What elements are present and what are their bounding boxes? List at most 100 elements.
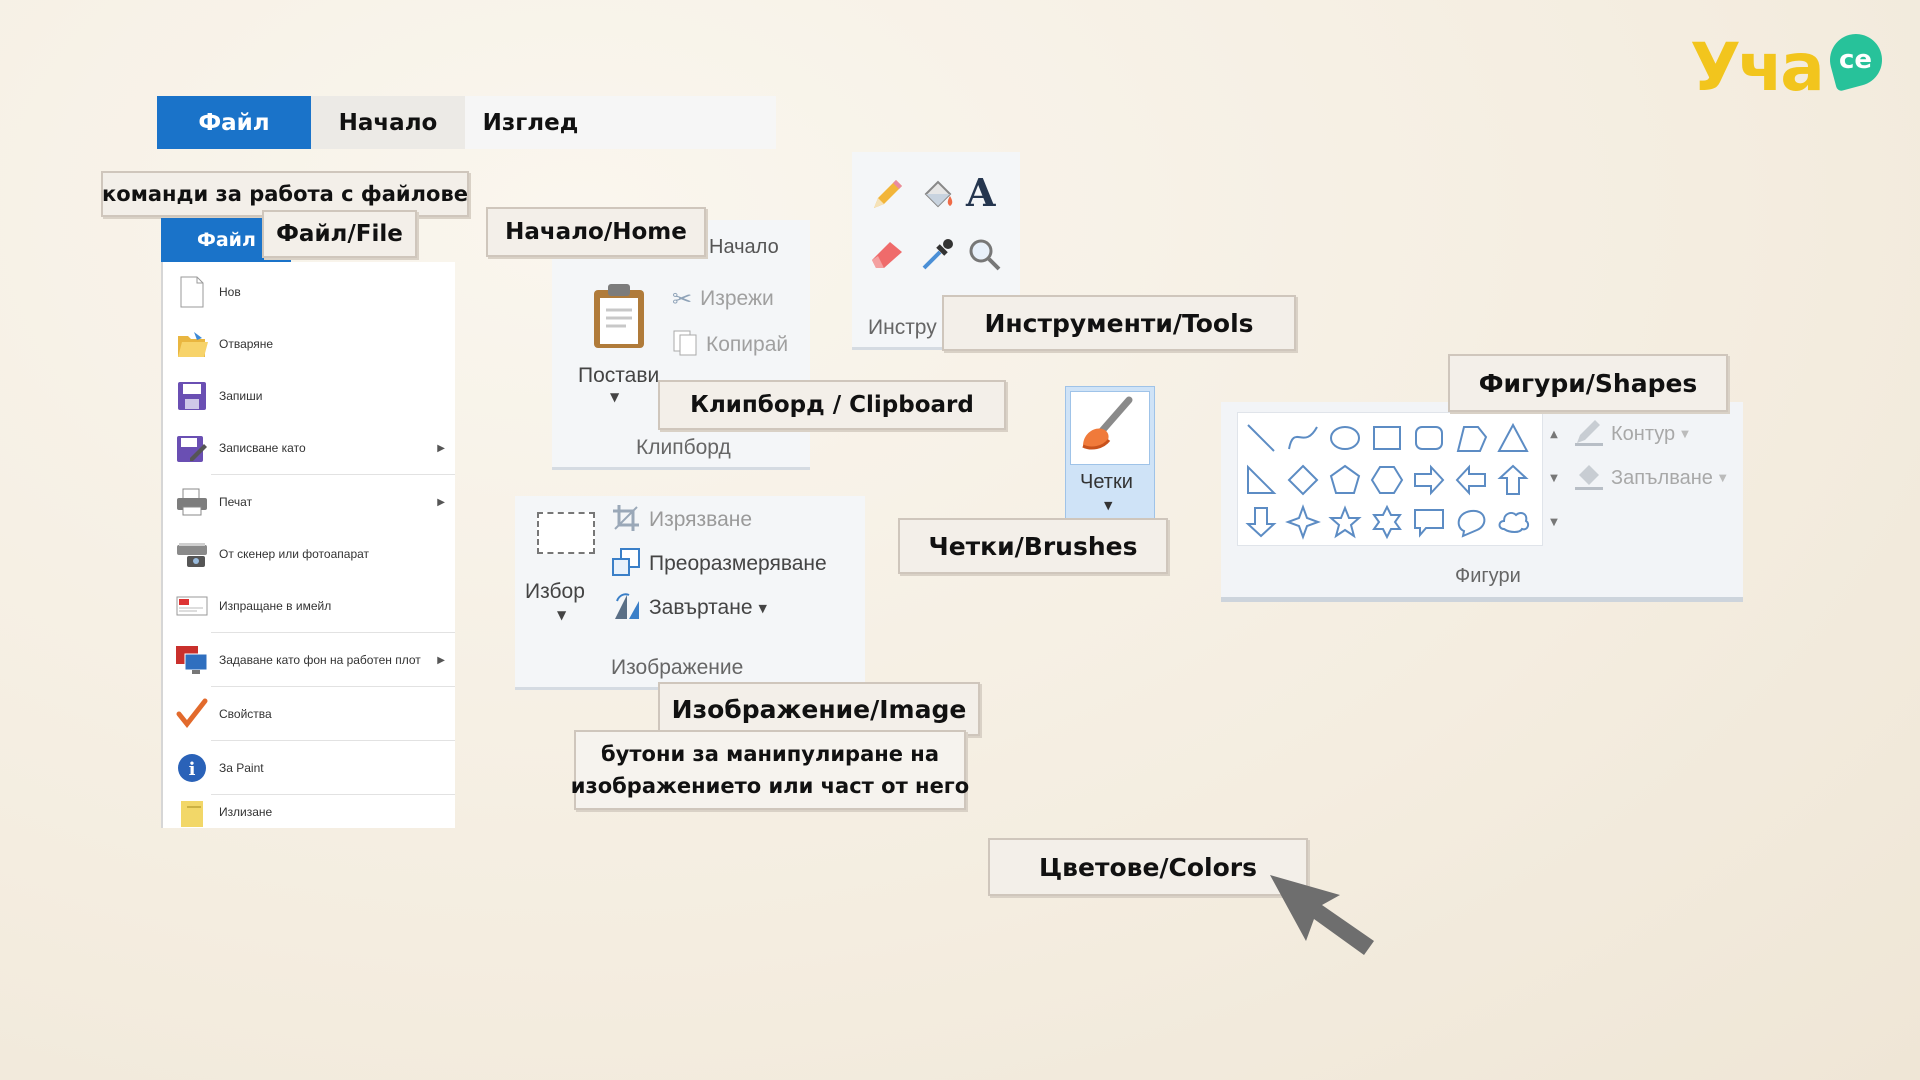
rectangle-callout-shape-icon[interactable] [1414,509,1444,538]
menu-divider [211,740,455,741]
submenu-arrow-icon: ▶ [437,654,445,666]
scanner-icon [175,537,209,571]
menu-item-label: Нов [219,285,241,299]
copy-button[interactable]: Копирай [672,330,788,360]
eraser-icon[interactable] [868,236,906,274]
label-brushes: Четки/Brushes [898,518,1168,574]
fill-bucket-icon [1573,461,1605,495]
file-menu: Нов Отваряне Запиши Записване като ▶ Печ… [161,262,455,828]
menu-item-label: Излизане [219,805,273,819]
info-icon: i [175,751,209,785]
tab-view[interactable]: Изглед [482,109,579,136]
pencil-icon[interactable] [868,176,906,218]
image-description-line-1: бутони за манипулиране на [601,742,939,766]
brushes-button[interactable]: Четки ▼ [1065,386,1155,521]
arrow-left-shape-icon[interactable] [1455,464,1486,496]
arrow-right-shape-icon[interactable] [1414,464,1445,496]
triangle-shape-icon[interactable] [1497,422,1529,452]
printer-icon [175,485,209,519]
menu-item-set-desktop-background[interactable]: Задаване като фон на работен плот ▶ [163,634,455,686]
scissors-icon: ✂ [672,285,693,313]
paste-label: Постави [578,364,660,387]
desktop-background-icon [175,643,209,677]
crop-icon [611,503,641,537]
shapes-scrollbar[interactable]: ▲ ▼ ▼ [1543,412,1565,544]
menu-item-exit[interactable]: Излизане [163,796,455,828]
scroll-down-icon[interactable]: ▼ [1550,472,1558,484]
five-point-star-shape-icon[interactable] [1328,505,1362,539]
image-description-line-2: изображението или част от него [570,774,970,798]
clipboard-group: Начало Постави ▼ ✂ Изрежи Копирай Клипбо… [552,220,810,470]
menu-item-label: Запиши [219,389,263,403]
text-tool-icon[interactable]: A [966,170,996,215]
fill-button[interactable]: Запълване ▼ [1573,462,1727,494]
oval-shape-icon[interactable] [1330,426,1360,450]
rotate-label: Завъртане [649,596,753,619]
menu-divider [211,632,455,633]
tab-file[interactable]: Файл [157,96,311,149]
menu-item-email[interactable]: Изпращане в имейл [163,580,455,632]
arrow-down-shape-icon[interactable] [1245,507,1277,538]
save-icon [175,379,209,413]
outline-label: Контур [1611,422,1676,445]
crop-label: Изрязване [649,508,753,531]
exit-icon [175,796,209,828]
menu-item-save[interactable]: Запиши [163,370,455,422]
menu-item-label: За Paint [219,761,264,775]
curve-shape-icon[interactable] [1288,426,1318,450]
shapes-gallery [1237,412,1543,546]
menu-item-open[interactable]: Отваряне [163,318,455,370]
image-group-label: Изображение [611,656,744,679]
four-point-star-shape-icon[interactable] [1285,504,1321,540]
outline-button[interactable]: Контур ▼ [1573,418,1689,450]
expand-gallery-icon[interactable]: ▼ [1550,516,1558,528]
image-description: бутони за манипулиране на изображението … [570,730,970,810]
color-picker-icon[interactable] [918,236,956,278]
diamond-shape-icon[interactable] [1287,464,1319,496]
menu-item-about-paint[interactable]: i За Paint [163,742,455,794]
save-as-icon [175,431,209,465]
pentagon-shape-icon[interactable] [1329,464,1361,494]
oval-callout-shape-icon[interactable] [1457,509,1486,538]
crop-button[interactable]: Изрязване [611,504,752,536]
cut-button[interactable]: ✂ Изрежи [672,284,774,314]
chevron-down-icon: ▼ [1718,472,1727,484]
label-file-commands: команди за работа с файлове [101,171,469,217]
rectangle-shape-icon[interactable] [1373,426,1401,450]
menu-item-print[interactable]: Печат ▶ [163,476,455,528]
new-file-icon [175,275,209,309]
scroll-up-icon[interactable]: ▲ [1550,428,1558,440]
line-shape-icon[interactable] [1247,424,1275,452]
ribbon-tabs: Файл Начало Изглед [157,96,776,149]
hexagon-shape-icon[interactable] [1370,466,1404,494]
magnifier-icon[interactable] [966,236,1004,278]
label-file: Файл/File [262,210,417,258]
chevron-down-icon: ▼ [1681,428,1689,440]
cloud-callout-shape-icon[interactable] [1498,512,1530,533]
rounded-rectangle-shape-icon[interactable] [1415,426,1443,450]
clipboard-group-label: Клипборд [636,436,731,459]
polygon-shape-icon[interactable] [1456,426,1488,452]
menu-item-scanner[interactable]: От скенер или фотоапарат [163,528,455,580]
menu-item-new[interactable]: Нов [163,266,455,318]
resize-button[interactable]: Преоразмеряване [611,548,827,580]
tools-group-label: Инстру [868,316,937,339]
paste-button[interactable]: Постави ▼ [570,282,659,412]
tab-home[interactable]: Начало [311,96,465,149]
select-label: Избор [525,580,585,603]
open-folder-icon [175,327,209,361]
fill-bucket-icon[interactable] [918,176,956,218]
uchase-logo: Уча се [1690,28,1890,108]
menu-item-save-as[interactable]: Записване като ▶ [163,422,455,474]
six-point-star-shape-icon[interactable] [1372,504,1402,540]
resize-icon [611,547,641,581]
chevron-down-icon: ▼ [758,601,767,615]
rotate-button[interactable]: Завъртане ▼ [611,592,767,624]
arrow-up-shape-icon[interactable] [1497,464,1529,495]
menu-item-properties[interactable]: Свойства [163,688,455,740]
right-triangle-shape-icon[interactable] [1247,464,1277,494]
logo-badge-text: се [1839,45,1873,76]
home-tab-label[interactable]: Начало [709,236,779,258]
rotate-icon [611,591,641,625]
select-button[interactable]: Избор ▼ [523,512,603,642]
